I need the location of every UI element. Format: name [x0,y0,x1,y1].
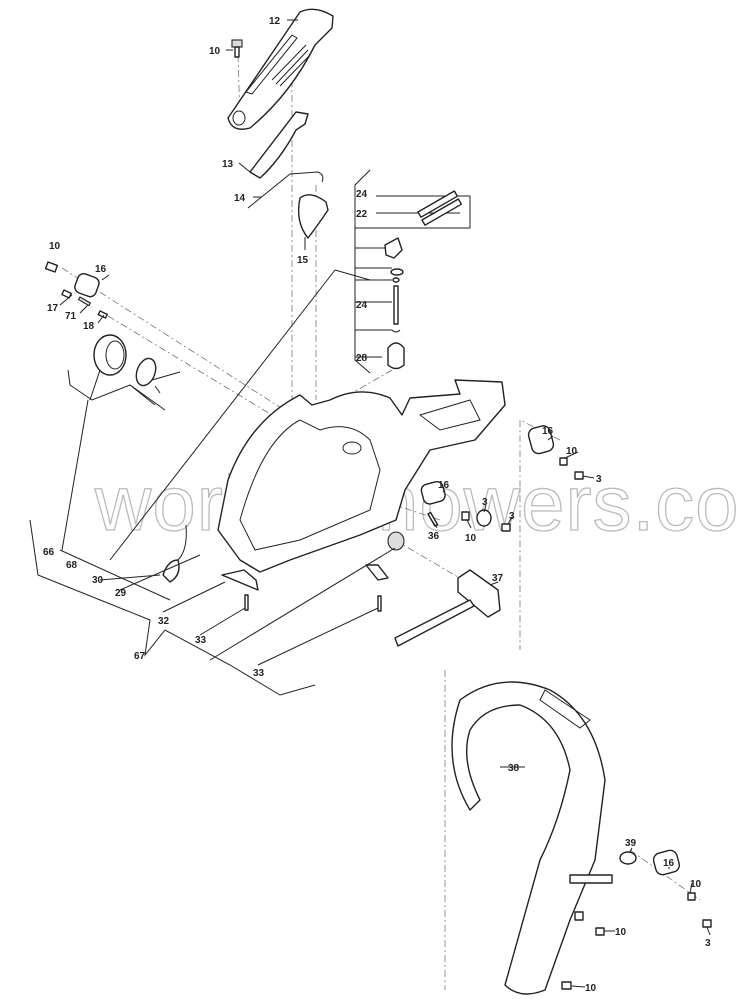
callout-32: 32 [158,616,170,627]
combi-tool [394,569,501,647]
callout-16: 16 [663,858,675,869]
main-housing [217,379,506,573]
throttle-lever [249,111,309,179]
callout-68: 68 [66,560,78,571]
watermark: worldofmowers.co.uk [94,459,743,547]
callout-12: 12 [269,16,281,27]
callout-10: 10 [49,241,61,252]
fuel-system [109,169,471,561]
callout-13: 13 [222,159,234,170]
callout-15: 15 [297,255,309,266]
callout-67: 67 [134,651,146,662]
callout-10: 10 [585,983,597,994]
lower-small-parts [29,519,396,696]
spring-wire [247,171,324,209]
callout-33: 33 [195,635,207,646]
callout-3: 3 [482,497,488,508]
callout-36: 36 [428,531,440,542]
throttle-lock [297,194,329,239]
callout-39: 39 [625,838,637,849]
callout-24: 24 [356,189,368,200]
callout-17: 17 [47,303,59,314]
right-av-group [387,425,584,551]
callout-37: 37 [492,573,504,584]
callout-10: 10 [465,533,477,544]
callout-3: 3 [705,938,711,949]
fuel-cap-group [44,261,181,551]
callout-10: 10 [690,879,702,890]
callout-33: 33 [253,668,265,679]
callout-16: 16 [542,426,554,437]
callout-10: 10 [566,446,578,457]
callout-16: 16 [95,264,107,275]
top-handle-cover [227,8,334,130]
callout-66: 66 [43,547,55,558]
callout-10: 10 [209,46,221,57]
callout-30: 30 [92,575,104,586]
leader-lines [59,19,711,988]
callout-labels: 12 10 13 14 15 24 22 24 28 10 16 17 71 1… [43,16,711,994]
callout-3: 3 [509,511,515,522]
callout-18: 18 [83,321,95,332]
front-handle [451,681,712,995]
callout-22: 22 [356,209,368,220]
screw-10-top [231,39,243,58]
callout-29: 29 [115,588,127,599]
callout-71: 71 [65,311,77,322]
callout-28: 28 [356,353,368,364]
callout-24: 24 [356,300,368,311]
callout-3: 3 [596,474,602,485]
callout-38: 38 [508,763,520,774]
callout-14: 14 [234,193,246,204]
callout-10: 10 [615,927,627,938]
callout-16: 16 [438,480,450,491]
